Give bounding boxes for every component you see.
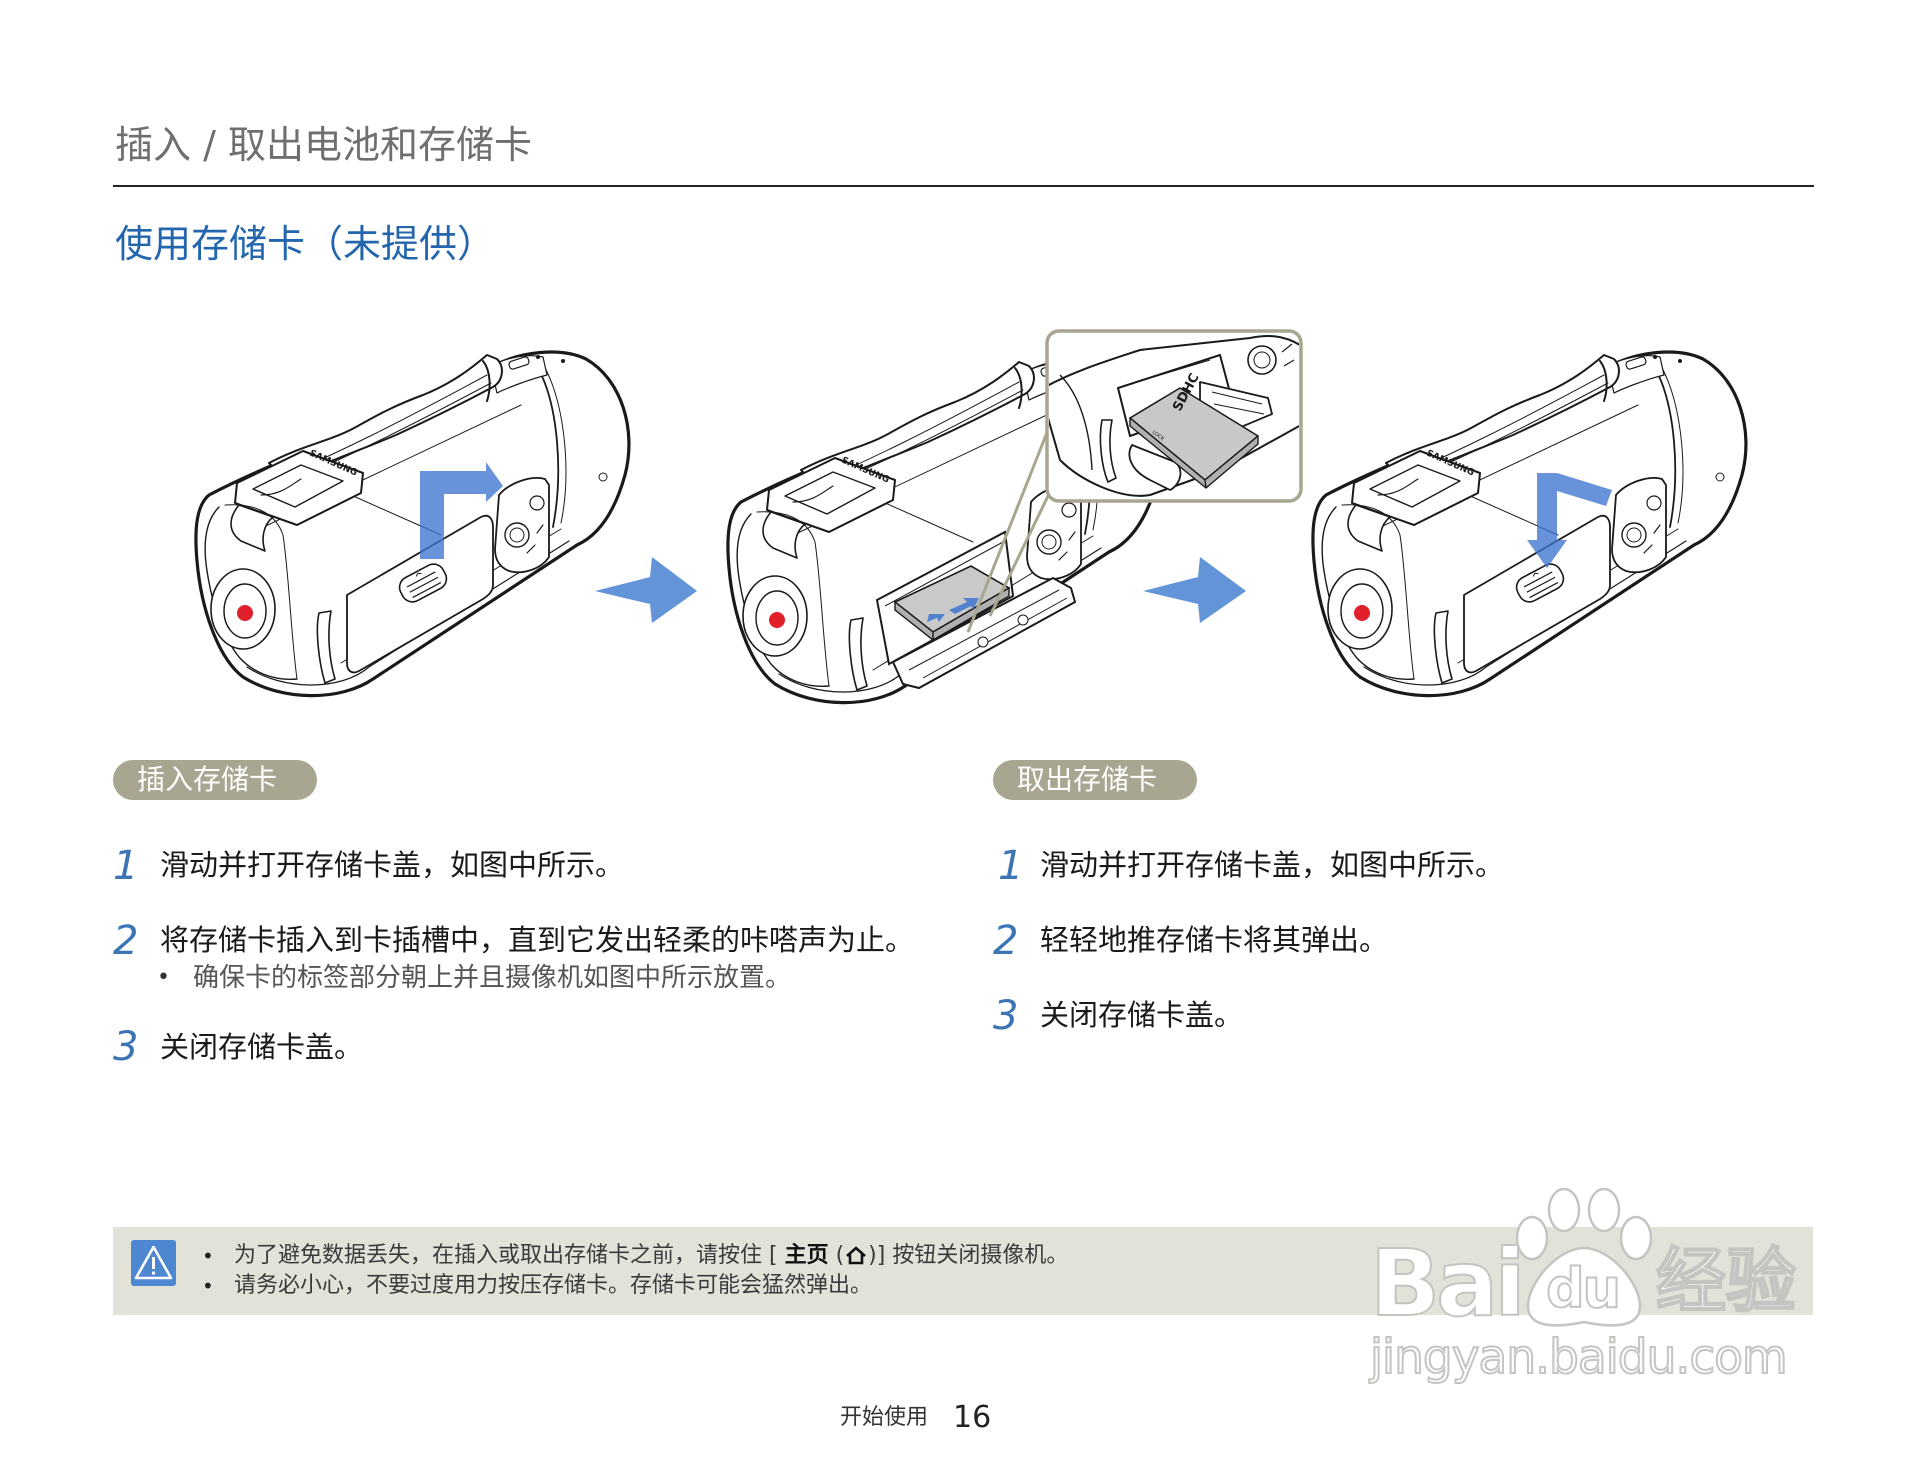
step-number: 3	[113, 1024, 139, 1070]
footer-section-name: 开始使用	[840, 1405, 929, 1430]
slide-close-arrow-icon	[1527, 473, 1612, 568]
step-text: 关闭存储卡盖。	[1040, 998, 1244, 1032]
camera-illustration-open-cover: SAMSUNG	[194, 350, 631, 698]
page-number: 16	[953, 1400, 992, 1435]
home-button-label: 主页	[784, 1243, 829, 1268]
step-text: 滑动并打开存储卡盖，如图中所示。	[160, 848, 625, 882]
inset-zoom-detail: SDHC LOCK	[1045, 329, 1303, 503]
step-number: 2	[113, 918, 139, 964]
step-number: 3	[993, 993, 1019, 1039]
step-number: 1	[998, 843, 1024, 889]
insert-card-section-label: 插入存储卡	[113, 760, 317, 800]
step-text: 将存储卡插入到卡插槽中，直到它发出轻柔的咔嗒声为止。	[160, 923, 915, 957]
step-number: 2	[993, 918, 1019, 964]
header-divider	[113, 185, 1814, 187]
bullet-icon: •	[202, 1274, 214, 1298]
warning-icon	[131, 1240, 176, 1286]
note-item: 请务必小心，不要过度用力按压存储卡。存储卡可能会猛然弹出。	[234, 1273, 873, 1298]
inset-connector	[966, 429, 1050, 633]
home-icon	[846, 1246, 867, 1265]
bullet-icon: •	[202, 1244, 214, 1268]
camera-illustration-close-cover: SAMSUNG	[1311, 350, 1748, 698]
note-text: (	[828, 1243, 845, 1268]
note-text: 按钮关闭摄像机。	[885, 1243, 1069, 1268]
watermark-url: jingyan.baidu.com	[1369, 1329, 1789, 1386]
section-title: 插入 / 取出电池和存储卡	[115, 123, 532, 167]
note-text: )]	[868, 1243, 886, 1268]
note-item: 为了避免数据丢失，在插入或取出存储卡之前，请按住 [ 主页 ()] 按钮关闭摄像…	[234, 1245, 1068, 1267]
page-title: 使用存储卡（未提供）	[115, 222, 496, 266]
watermark-brand-left: Bai	[1369, 1230, 1527, 1337]
camera-illustration-insert-card: SAMSUNG	[726, 357, 1163, 705]
arrow-right-icon	[1143, 557, 1246, 623]
card-push-arrow-icon	[927, 598, 979, 622]
slide-open-arrow-icon	[420, 462, 503, 559]
step-text: 关闭存储卡盖。	[160, 1030, 364, 1064]
watermark-brand-paw: du	[1545, 1257, 1622, 1320]
step-number: 1	[113, 843, 139, 889]
arrow-right-icon	[595, 557, 697, 623]
note-text: 为了避免数据丢失，在插入或取出存储卡之前，请按住 [	[234, 1243, 785, 1268]
bullet-icon: •	[157, 965, 170, 990]
step-text: 轻轻地推存储卡将其弹出。	[1040, 923, 1389, 957]
paw-logo-icon	[1515, 1188, 1653, 1327]
step-bullet-text: 确保卡的标签部分朝上并且摄像机如图中所示放置。	[193, 963, 792, 993]
step-text: 滑动并打开存储卡盖，如图中所示。	[1040, 848, 1505, 882]
remove-card-section-label: 取出存储卡	[993, 760, 1197, 800]
watermark-brand-right: 经验	[1655, 1240, 1797, 1322]
illustration-strip: SAMSUNG SAMSUNG	[194, 329, 1748, 705]
